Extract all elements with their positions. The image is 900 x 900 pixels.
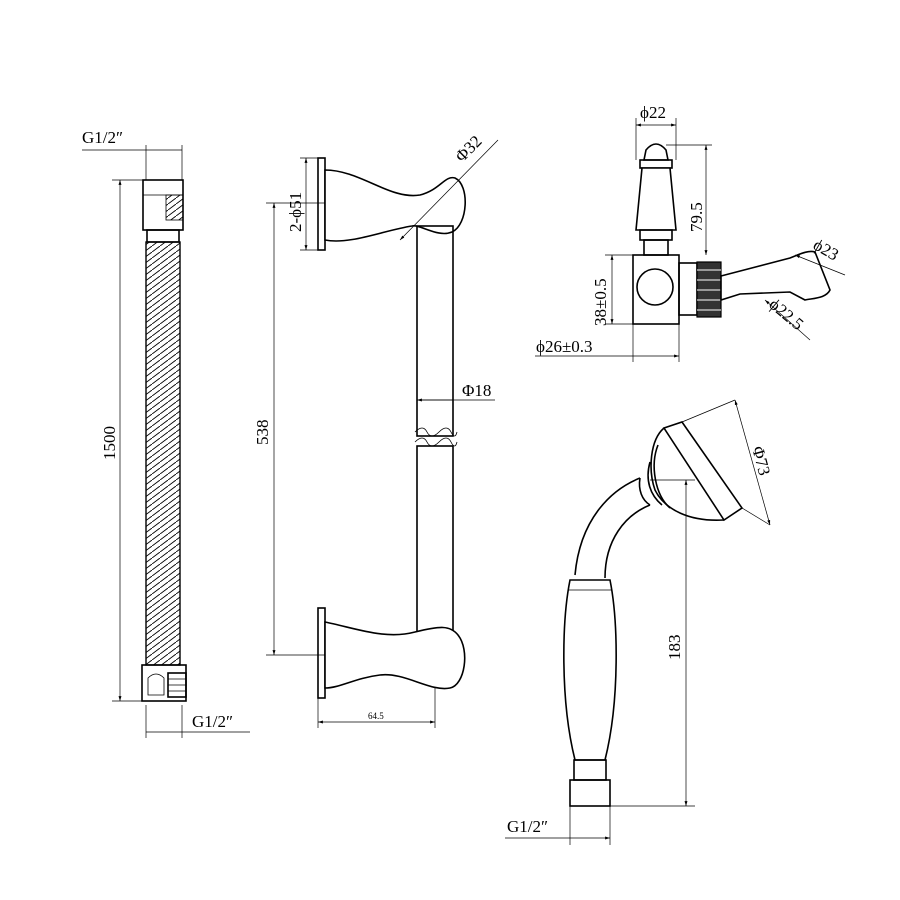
head-dia-label: Φ73	[748, 444, 774, 477]
rail-length-label: 538	[253, 420, 272, 446]
elbow-outlet	[720, 250, 831, 302]
wall-outlet: ϕ22 79.5 38±0.5 ϕ26±0.3 ϕ23 ϕ22.5	[535, 103, 846, 362]
hose-coil	[145, 241, 181, 666]
handle-lever	[635, 167, 677, 231]
body-height-label: 38±0.5	[591, 278, 610, 326]
bottom-bracket-arm	[324, 621, 466, 690]
hose-bottom-thread-label: G1/2″	[192, 712, 233, 731]
hose-top-thread-label: G1/2″	[82, 128, 123, 147]
riser-rail: 2-ϕ51 Φ32 538 Φ18 64.5	[253, 132, 499, 728]
rail-bar-upper	[416, 225, 454, 437]
handset-grip	[563, 579, 617, 761]
handset-height-label: 183	[665, 635, 684, 661]
shower-handset: Φ73 183 G1/2″	[505, 399, 774, 845]
handle-dia-label: ϕ22	[640, 103, 666, 122]
body-dia-label: ϕ26±0.3	[536, 337, 593, 356]
top-bracket-arm	[324, 169, 466, 242]
handset-thread-label: G1/2″	[507, 817, 548, 836]
handset-head-face	[662, 421, 744, 522]
hose-length-label: 1500	[100, 426, 119, 460]
shower-hose: G1/2″ G1/2″ 1500	[82, 128, 250, 738]
top-wall-plate	[317, 157, 326, 251]
handle-height-label: 79.5	[687, 202, 706, 232]
bottom-wall-plate	[317, 607, 326, 699]
knob-dia-label: Φ32	[451, 132, 485, 166]
handle-cap	[643, 143, 669, 161]
rail-bar-lower	[416, 445, 454, 635]
elbow-inner-dia-label: ϕ22.5	[765, 295, 807, 334]
projection-label: 64.5	[368, 711, 384, 721]
bracket-dia-label: 2-ϕ51	[286, 192, 305, 232]
handset-connector	[569, 779, 611, 807]
bar-dia-label: Φ18	[462, 381, 491, 400]
